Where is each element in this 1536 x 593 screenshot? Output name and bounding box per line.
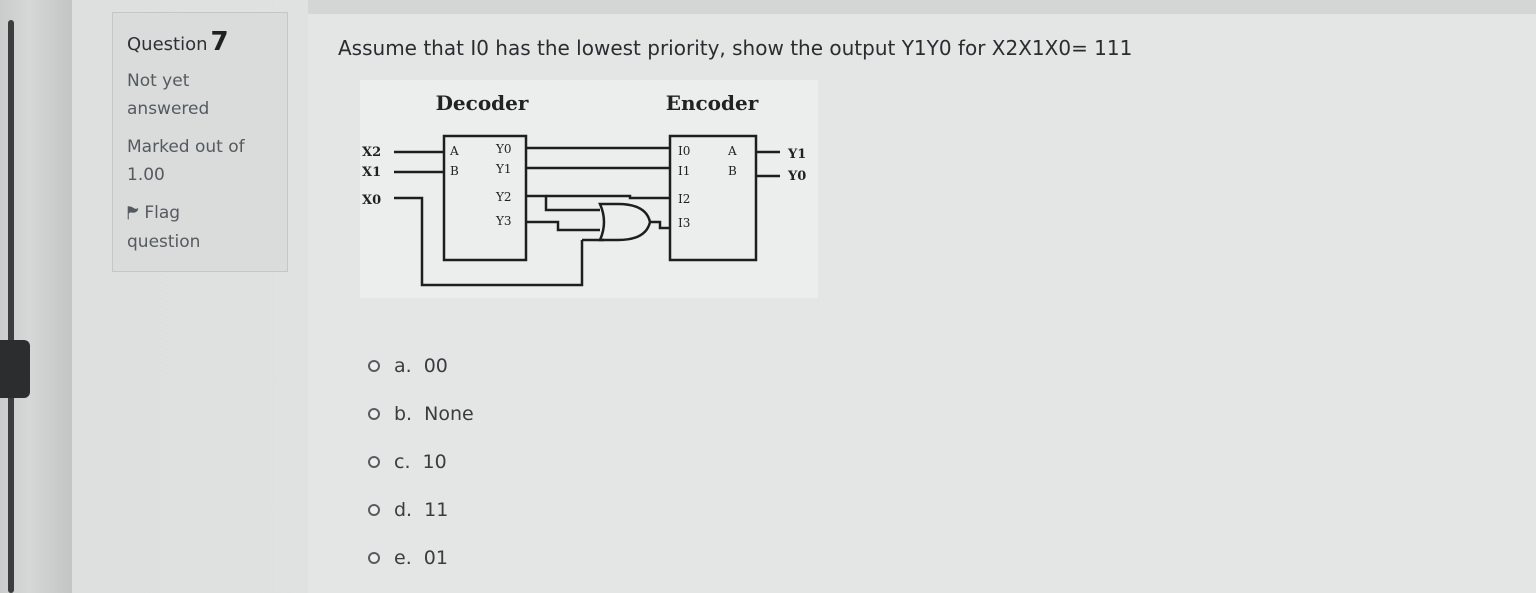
decoder-input-b: B <box>450 164 459 178</box>
wire-y3 <box>526 220 600 232</box>
top-strip <box>308 0 1536 14</box>
option-value: 10 <box>422 451 447 473</box>
radio-button[interactable] <box>368 360 380 372</box>
decoder-output-y1: Y1 <box>495 162 512 176</box>
diagram-background <box>360 80 818 298</box>
option-letter: e. <box>394 547 412 569</box>
radio-button[interactable] <box>368 408 380 420</box>
input-x0: X0 <box>362 193 381 208</box>
encoder-input-i3: I3 <box>678 216 690 230</box>
radio-button[interactable] <box>368 504 380 516</box>
screen-bezel <box>0 0 72 593</box>
encoder-output-a: A <box>727 144 737 158</box>
option-letter: c. <box>394 451 411 473</box>
flag-question-link[interactable]: 🏲 Flag <box>127 199 273 228</box>
question-label: Question <box>127 34 208 55</box>
bezel-tab <box>0 340 30 398</box>
encoder-input-i2: I2 <box>678 192 690 206</box>
decoder-output-y3: Y3 <box>495 214 512 228</box>
encoder-title: Encoder <box>666 91 759 115</box>
decoder-encoder-diagram: Decoder Encoder X2 X1 X0 A B Y0 Y1 Y2 Y3… <box>360 80 818 298</box>
answer-options: a. 00 b. None c. 10 d. 11 e. 01 <box>368 342 474 582</box>
encoder-input-i1: I1 <box>678 164 690 178</box>
bezel-edge <box>8 20 14 593</box>
marked-line1: Marked out of <box>127 137 245 157</box>
decoder-output-y0: Y0 <box>495 142 512 156</box>
option-value: 01 <box>423 547 448 569</box>
option-value: 00 <box>423 355 448 377</box>
wire-x0 <box>394 196 584 287</box>
input-x2: X2 <box>362 145 381 160</box>
wire-y2 <box>526 194 600 212</box>
option-letter: d. <box>394 499 413 521</box>
option-c[interactable]: c. 10 <box>368 438 474 486</box>
encoder-input-i0: I0 <box>678 144 690 158</box>
option-letter: b. <box>394 403 413 425</box>
decoder-title: Decoder <box>436 91 529 115</box>
wire-i2 <box>546 194 670 200</box>
flag-line1[interactable]: Flag <box>144 203 181 223</box>
input-x1: X1 <box>362 165 381 180</box>
marked-line2: 1.00 <box>127 165 165 185</box>
flag-icon[interactable]: 🏲 <box>127 206 139 222</box>
option-a[interactable]: a. 00 <box>368 342 474 390</box>
decoder-box <box>442 134 528 262</box>
encoder-output-b: B <box>728 164 737 178</box>
decoder-input-a: A <box>449 144 459 158</box>
radio-button[interactable] <box>368 456 380 468</box>
wire-gate-out <box>650 220 670 230</box>
decoder-output-y2: Y2 <box>495 190 512 204</box>
or-gate <box>598 202 652 242</box>
option-value: None <box>424 403 474 425</box>
status-line1: Not yet <box>127 71 190 91</box>
final-output-y1: Y1 <box>787 147 806 162</box>
flag-line2[interactable]: question <box>127 232 201 252</box>
question-text: Assume that I0 has the lowest priority, … <box>338 36 1133 60</box>
option-b[interactable]: b. None <box>368 390 474 438</box>
option-letter: a. <box>394 355 412 377</box>
question-number: 7 <box>210 27 229 57</box>
status-line2: answered <box>127 99 210 119</box>
option-value: 11 <box>424 499 449 521</box>
final-output-y0: Y0 <box>787 169 806 184</box>
option-d[interactable]: d. 11 <box>368 486 474 534</box>
radio-button[interactable] <box>368 552 380 564</box>
option-e[interactable]: e. 01 <box>368 534 474 582</box>
